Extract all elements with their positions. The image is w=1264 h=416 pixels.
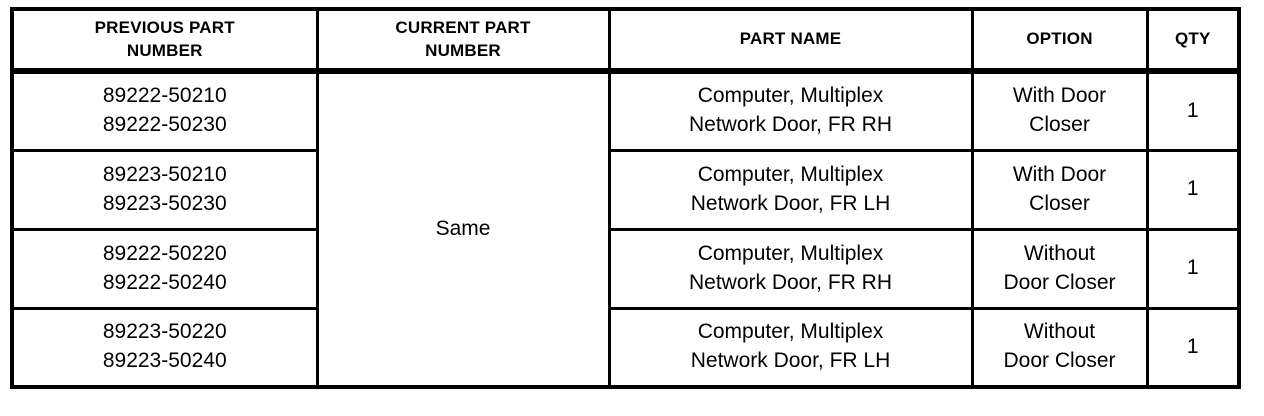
parts-table: PREVIOUS PART NUMBER CURRENT PART NUMBER…	[10, 7, 1241, 389]
table-row: 89222-50210 89222-50230 Same Computer, M…	[10, 69, 1241, 389]
table-row: 89222-50220 89222-50240 Computer, Multip…	[10, 227, 1241, 310]
qty-cell: 1	[1145, 69, 1241, 152]
qty-cell: 1	[1145, 227, 1241, 310]
table-row: 89223-50210 89223-50230 Computer, Multip…	[10, 148, 1241, 231]
col-header-part-name: PART NAME	[607, 7, 974, 74]
col-header-current-part-number: CURRENT PART NUMBER	[315, 7, 611, 74]
col-header-previous-part-number: PREVIOUS PART NUMBER	[10, 7, 319, 74]
part-name-cell: Computer, Multiplex Network Door, FR RH	[607, 227, 974, 310]
previous-part-number-cell: 89222-50220 89222-50240	[10, 227, 319, 310]
previous-part-number-cell: 89222-50210 89222-50230	[10, 69, 319, 152]
option-cell: With Door Closer	[970, 69, 1149, 152]
part-name-cell: Computer, Multiplex Network Door, FR LH	[607, 306, 974, 389]
current-part-number-cell: Same	[315, 69, 611, 389]
col-header-qty: QTY	[1145, 7, 1241, 74]
part-name-cell: Computer, Multiplex Network Door, FR RH	[607, 69, 974, 152]
table-row: 89223-50220 89223-50240 Computer, Multip…	[10, 306, 1241, 389]
header-row: PREVIOUS PART NUMBER CURRENT PART NUMBER…	[10, 7, 1241, 74]
qty-cell: 1	[1145, 148, 1241, 231]
option-cell: Without Door Closer	[970, 306, 1149, 389]
option-cell: Without Door Closer	[970, 227, 1149, 310]
col-header-option: OPTION	[970, 7, 1149, 74]
qty-cell: 1	[1145, 306, 1241, 389]
part-name-cell: Computer, Multiplex Network Door, FR LH	[607, 148, 974, 231]
previous-part-number-cell: 89223-50220 89223-50240	[10, 306, 319, 389]
previous-part-number-cell: 89223-50210 89223-50230	[10, 148, 319, 231]
option-cell: With Door Closer	[970, 148, 1149, 231]
